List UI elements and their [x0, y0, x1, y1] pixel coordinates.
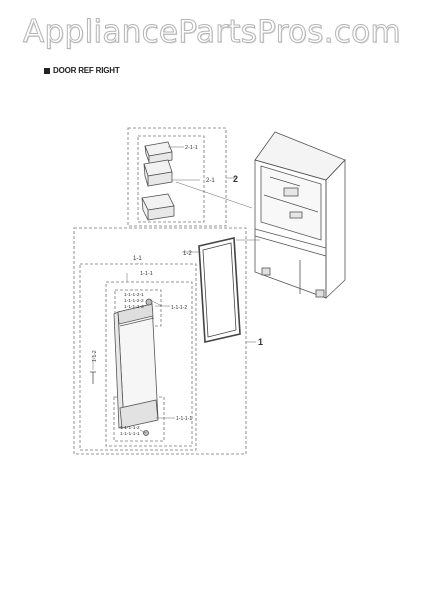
label-1-1-1-1: 1-1-1-1: [176, 416, 192, 422]
hinge-cap: [145, 298, 153, 306]
leader-lines: [92, 146, 260, 434]
label-1-1: 1-1: [133, 256, 142, 262]
label-1-1-1-2: 1-1-1-2: [171, 305, 187, 311]
door-panel: [113, 298, 159, 436]
label-1: 1: [258, 337, 263, 347]
door-bin-2: [143, 159, 173, 187]
label-1-1-1-2-1: 1-1-1-2-1: [124, 292, 144, 298]
label-1-2: 1-2: [183, 251, 192, 257]
bullet-square: [44, 67, 50, 74]
door-bins: [141, 141, 175, 221]
group-box-1-1-1: [105, 281, 193, 447]
label-1-1-1-1-1: 1-1-1-1-1: [120, 431, 140, 437]
section-title: DOOR REF RIGHT: [44, 66, 120, 75]
label-2-1-1: 2-1-1: [185, 145, 198, 151]
door-gasket: [198, 237, 241, 343]
label-2-1: 2-1: [206, 178, 215, 184]
label-1-1-1: 1-1-1: [140, 271, 153, 277]
group-box-1: [73, 227, 247, 455]
watermark: AppliancePartsPros.com: [23, 14, 402, 51]
door-bin-3: [141, 193, 175, 221]
callout-labels: 2-1-1 2-1 2 1-2 1-1 1 1-1-1 1-1-1-2-1 1-…: [92, 145, 263, 437]
label-1-1-1-2-3: 1-1-1-2-3: [124, 304, 144, 310]
label-1-1-1-2-2: 1-1-1-2-2: [124, 298, 144, 304]
group-box-2: [127, 127, 227, 227]
label-1-1-2: 1-1-2: [92, 350, 98, 362]
label-2: 2: [233, 174, 238, 184]
section-title-text: DOOR REF RIGHT: [53, 66, 120, 75]
door-screw: [90, 371, 96, 384]
label-1-1-1-1-2: 1-1-1-1-2: [120, 425, 140, 431]
refrigerator-cabinet: [254, 131, 346, 299]
group-box-2-1: [137, 135, 205, 223]
